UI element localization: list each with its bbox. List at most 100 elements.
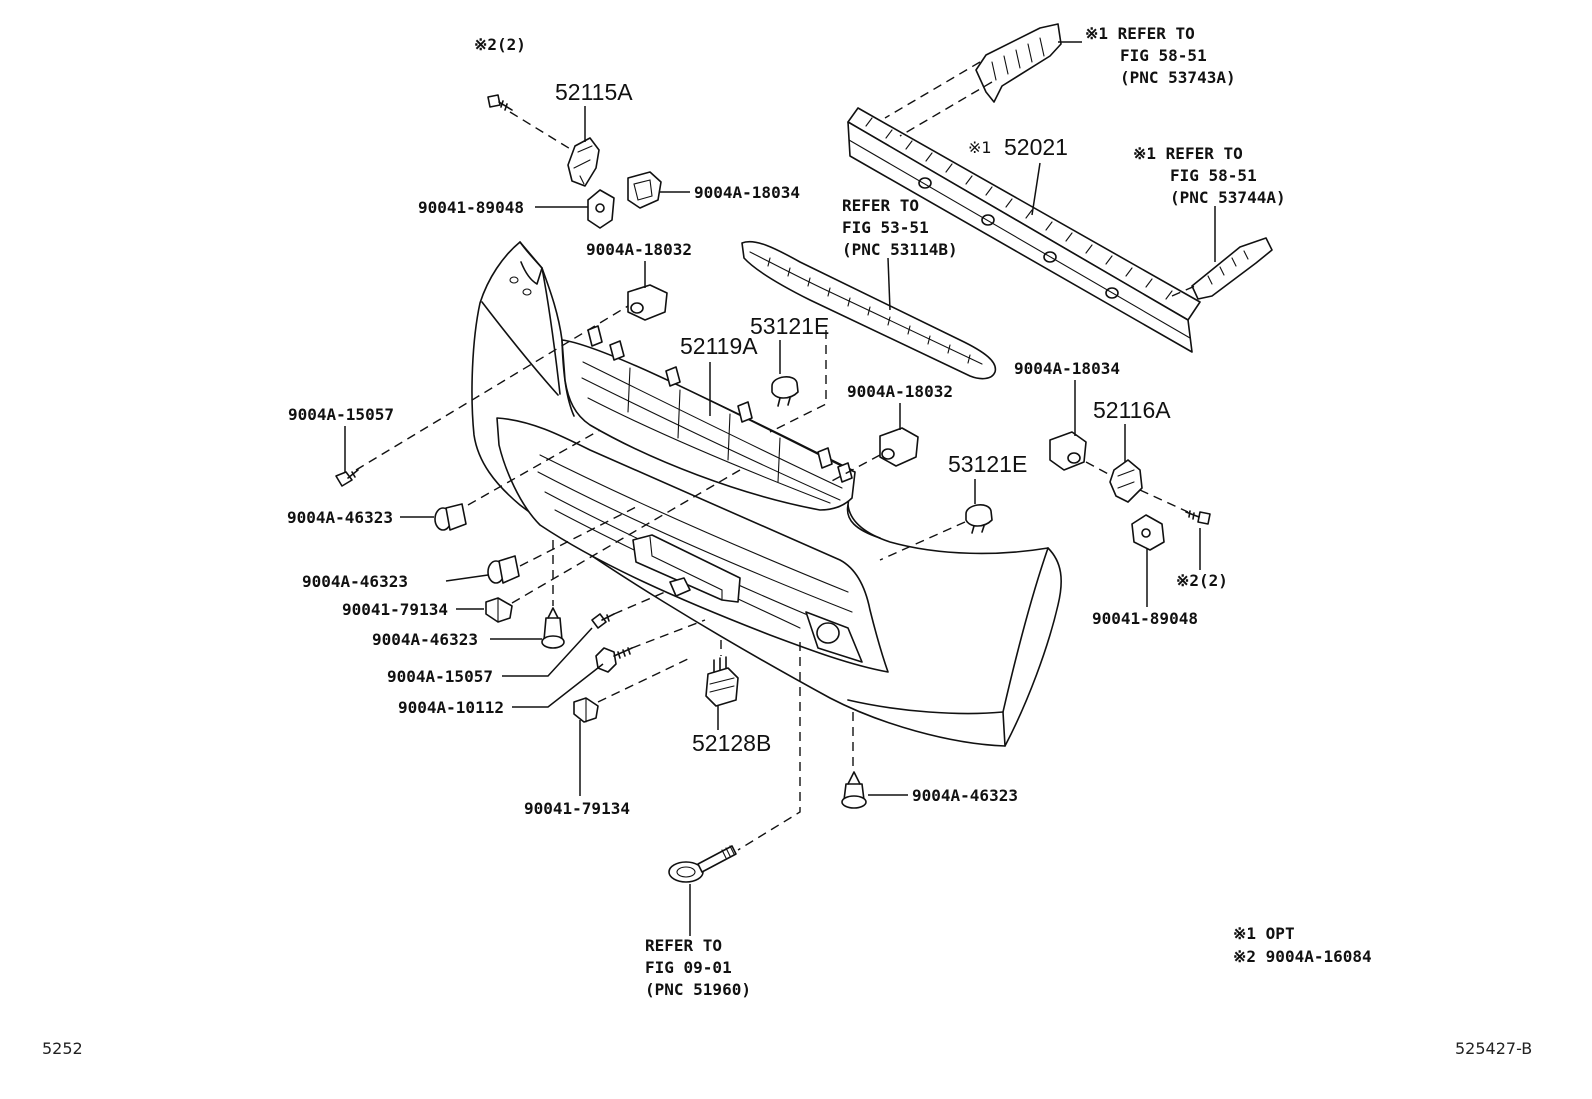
callout-rivet-c: 9004A-46323 [372,630,478,649]
bracket-52128B [705,656,739,707]
retainer-body [485,597,513,623]
screw-head [335,471,353,487]
option-mark: ※1 [968,138,992,157]
screw-shaft [1185,510,1200,520]
retainer-icon [573,697,599,723]
rivet-head [541,635,565,649]
clip-icon [1049,431,1087,471]
extension-bracket-right [1191,237,1273,300]
rivet-body [445,503,467,531]
reinforcement-crease [848,139,1191,339]
screw-head [487,94,501,108]
extension-bracket-left [975,23,1062,103]
bolt-icon [595,647,633,673]
side-hole [509,276,519,284]
bracket-52116A-detail [1117,469,1135,489]
clip-body [627,171,662,209]
tow-hook-thread [721,845,735,859]
reference-51960-line2: FIG 09-01 [645,958,732,977]
reference-53743A-line1: ※1 REFER TO [1085,24,1195,43]
assembly-line [597,657,691,703]
grille-slat [581,377,841,501]
screw-head [1197,511,1211,525]
grille-slat [582,361,843,489]
reference-51960-line3: (PNC 51960) [645,980,751,999]
nut-body [587,189,615,229]
tow-hook-shaft [697,845,737,873]
push-rivet-stem [971,525,985,534]
bolt-head [595,647,617,673]
assembly-line [884,61,981,119]
reinforcement-hole [1043,251,1057,263]
intake-bar [539,454,849,593]
bumper-side-edge [541,267,561,395]
assembly-line [829,454,881,483]
callout-rivet-d: 9004A-46323 [912,786,1018,805]
nut-icon [587,189,615,229]
bracket-52116A [1109,459,1143,503]
push-rivet-icon [771,376,799,407]
screw-shaft [498,100,513,111]
nut-icon [1131,514,1165,551]
retainer-icon [485,597,513,623]
callout-bolt: 9004A-10112 [398,698,504,717]
callout-rivet-b: 9004A-46323 [302,572,408,591]
push-rivet-head [965,504,993,527]
grille-tab [817,447,833,469]
bumper-upper-right-edge [846,504,881,539]
leader-lines [344,41,1216,936]
callout-screw-note-left: ※2(2) [474,35,526,54]
grille-tab [609,340,625,361]
nut-body [1131,514,1165,551]
callout-labels: ※2(2) 52115A 90041-89048 9004A-18034 900… [287,35,1228,818]
reference-53114B-line1: REFER TO [842,196,919,215]
center-plate-edge [649,536,723,601]
leader-line [1031,162,1041,216]
leader-line [502,627,593,677]
rivet-icon [487,555,520,584]
upper-molding [741,240,997,380]
callout-screw-b: 9004A-15057 [387,667,493,686]
clip-hole [881,448,895,460]
callout-retainer-a: 90041-79134 [342,600,448,619]
callout-clip-right-upper: 9004A-18034 [1014,359,1120,378]
callout-screw-left: 9004A-15057 [288,405,394,424]
screw-shaft [601,613,615,622]
assembly-line [631,619,706,649]
part-number-52119A: 52119A [680,333,758,359]
grille-slat [587,397,831,504]
clip-body [1049,431,1087,471]
nut-hole [595,203,605,213]
rivet-body [498,555,520,584]
callout-clip-left: 9004A-18032 [586,240,692,259]
legend: ※1 OPT ※2 9004A-16084 [1233,924,1372,966]
screw-icon [487,94,513,111]
clip-body [627,284,668,321]
bracket-52128B-detail [709,677,735,693]
assembly-line [1085,461,1113,477]
callout-rivet-a: 9004A-46323 [287,508,393,527]
reference-53744A-line2: FIG 58-51 [1170,166,1257,185]
leader-line [512,663,604,708]
reinforcement-hole [918,177,932,189]
front-grille [561,325,856,511]
assembly-lines [355,61,1196,851]
reinforcement-hole [1105,287,1119,299]
bracket-52115A-detail [573,145,593,185]
extension-bracket-right-body [1191,237,1273,300]
leader-line [887,257,891,311]
callout-retainer-b: 90041-79134 [524,799,630,818]
reference-51960-line1: REFER TO [645,936,722,955]
assembly-line [737,642,801,851]
rivet-icon [434,503,467,531]
bumper-side-lower-edge [481,301,559,396]
clip-hole [1067,452,1081,464]
side-hole [522,288,532,296]
assembly-line [879,521,966,561]
clip-slot [633,179,653,201]
fog-lamp-hole [816,622,840,644]
upper-molding-ribs [767,257,971,364]
page-number: 5252 [42,1039,83,1058]
reference-53114B-line3: (PNC 53114B) [842,240,958,259]
assembly-line [509,111,573,151]
